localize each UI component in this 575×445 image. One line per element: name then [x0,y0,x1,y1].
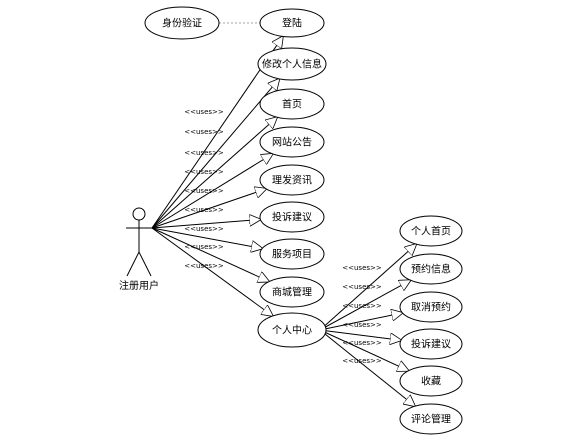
use-case-ellipse [259,88,325,120]
use-case-home: 首页 [259,88,325,120]
uses-stereotype-label: <<uses>> [184,168,224,176]
uses-stereotype-label: <<uses>> [184,149,224,157]
use-case-label: 预约信息 [411,263,451,276]
uses-edge-edit-profile [151,79,279,229]
use-case-ellipse [259,276,325,308]
uses-edge-booking-info [319,280,411,331]
uses-edge-sub-complaint [319,329,401,340]
use-case-label: 个人首页 [411,225,451,238]
use-case-label: 身份验证 [162,17,202,30]
use-case-edit-profile: 修改个人信息 [257,47,327,81]
uses-stereotype-label: <<uses>> [342,302,382,310]
use-case-site-notice: 网站公告 [259,126,325,158]
use-case-label: 商城管理 [272,286,312,299]
use-case-ellipse [259,126,325,158]
use-case-ellipse [399,328,463,360]
use-case-login: 登陆 [259,8,325,38]
use-case-identity-verification: 身份验证 [144,6,220,40]
uses-edge-site-notice [151,154,273,229]
use-case-label: 评论管理 [411,413,451,426]
use-case-label: 取消预约 [411,301,451,314]
uses-stereotype-label: <<uses>> [342,321,382,329]
uses-stereotype-label: <<uses>> [184,225,224,233]
uses-edge-personal-home [319,244,416,331]
use-case-ellipse [259,8,325,38]
use-case-complaint: 投诉建议 [259,201,325,233]
use-case-ellipse [399,403,463,435]
use-case-comment-manage: 评论管理 [399,403,463,435]
uses-stereotype-label: <<uses>> [342,264,382,272]
uses-edge-complaint [151,219,260,229]
uses-stereotype-label: <<uses>> [184,187,224,195]
use-case-ellipse [399,253,463,285]
use-case-services: 服务项目 [259,238,325,270]
use-case-label: 修改个人信息 [262,58,322,71]
uses-edge-news [151,189,266,229]
uses-edge-comment-manage [319,329,415,406]
uses-stereotype-label: <<uses>> [184,108,224,116]
use-case-label: 服务项目 [272,248,312,261]
use-case-booking-info: 预约信息 [399,253,463,285]
uses-stereotype-label: <<uses>> [184,262,224,270]
use-case-ellipse [259,201,325,233]
uses-edge-services [151,227,262,248]
uses-edge-home [151,117,277,229]
actor-label: 注册用户 [119,279,159,292]
uses-edge-mall [151,227,269,282]
use-case-ellipse [399,365,463,397]
use-case-label: 收藏 [421,375,441,388]
use-case-cancel-booking: 取消预约 [399,291,463,323]
use-case-label: 网站公告 [272,136,312,149]
use-case-favorites: 收藏 [399,365,463,397]
use-case-personal-center: 个人中心 [257,312,327,348]
use-case-ellipse [399,215,463,247]
use-case-label: 首页 [282,98,302,111]
use-case-ellipse [259,164,325,196]
use-case-mall: 商城管理 [259,276,325,308]
use-case-label: 理发资讯 [272,174,312,187]
uses-edge-cancel-booking [319,313,403,331]
use-case-ellipse [144,6,220,40]
use-case-news: 理发资讯 [259,164,325,196]
uses-stereotype-label: <<uses>> [184,128,224,136]
uses-edge-favorites [319,329,409,371]
use-case-label: 投诉建议 [272,211,312,224]
use-case-label: 登陆 [282,17,302,30]
uses-stereotype-label: <<uses>> [342,283,382,291]
use-case-ellipse [257,47,327,81]
uses-stereotype-label: <<uses>> [342,339,382,347]
use-case-personal-home: 个人首页 [399,215,463,247]
use-case-label: 个人中心 [272,324,312,337]
use-case-ellipse [259,238,325,270]
uses-stereotype-label: <<uses>> [342,357,382,365]
actor-registered-user: 注册用户 [119,207,159,292]
uses-edge-personal-center [151,227,273,316]
use-case-ellipse [399,291,463,323]
uses-stereotype-label: <<uses>> [184,206,224,214]
use-case-ellipse [257,312,327,348]
use-case-sub-complaint: 投诉建议 [399,328,463,360]
use-case-label: 投诉建议 [411,338,451,351]
uses-stereotype-label: <<uses>> [184,243,224,251]
